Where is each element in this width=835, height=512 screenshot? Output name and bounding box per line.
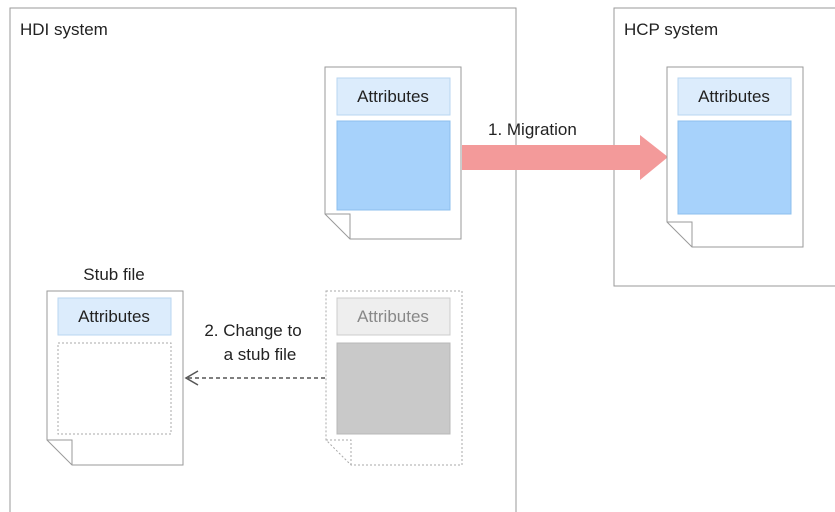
stub-empty-data-block bbox=[57, 342, 172, 435]
migrated-attributes-label: Attributes bbox=[698, 87, 770, 106]
change-to-stub-arrow bbox=[184, 370, 325, 386]
migration-arrow bbox=[462, 135, 668, 180]
migration-step-label: 1. Migration bbox=[488, 120, 577, 139]
former-file: Attributes bbox=[325, 290, 463, 466]
hdi-system-title: HDI system bbox=[20, 20, 108, 39]
original-data-block bbox=[336, 120, 451, 211]
stub-attributes-box bbox=[57, 297, 172, 336]
original-attributes-box bbox=[336, 77, 451, 116]
hcp-system-title: HCP system bbox=[624, 20, 718, 39]
former-attributes-box bbox=[336, 297, 451, 336]
stub-file: Attributes bbox=[46, 290, 184, 466]
migrated-attributes-box bbox=[677, 77, 792, 116]
original-attributes-label: Attributes bbox=[357, 87, 429, 106]
migrated-data-block bbox=[677, 120, 792, 215]
stub-file-caption: Stub file bbox=[83, 265, 144, 284]
former-data-block bbox=[336, 342, 451, 435]
change-step-label-line1: 2. Change to bbox=[204, 321, 301, 340]
migrated-file: Attributes bbox=[666, 66, 804, 248]
stub-attributes-label: Attributes bbox=[78, 307, 150, 326]
change-step-label-line2: a stub file bbox=[224, 345, 297, 364]
original-file: Attributes bbox=[324, 66, 462, 240]
former-attributes-label: Attributes bbox=[357, 307, 429, 326]
